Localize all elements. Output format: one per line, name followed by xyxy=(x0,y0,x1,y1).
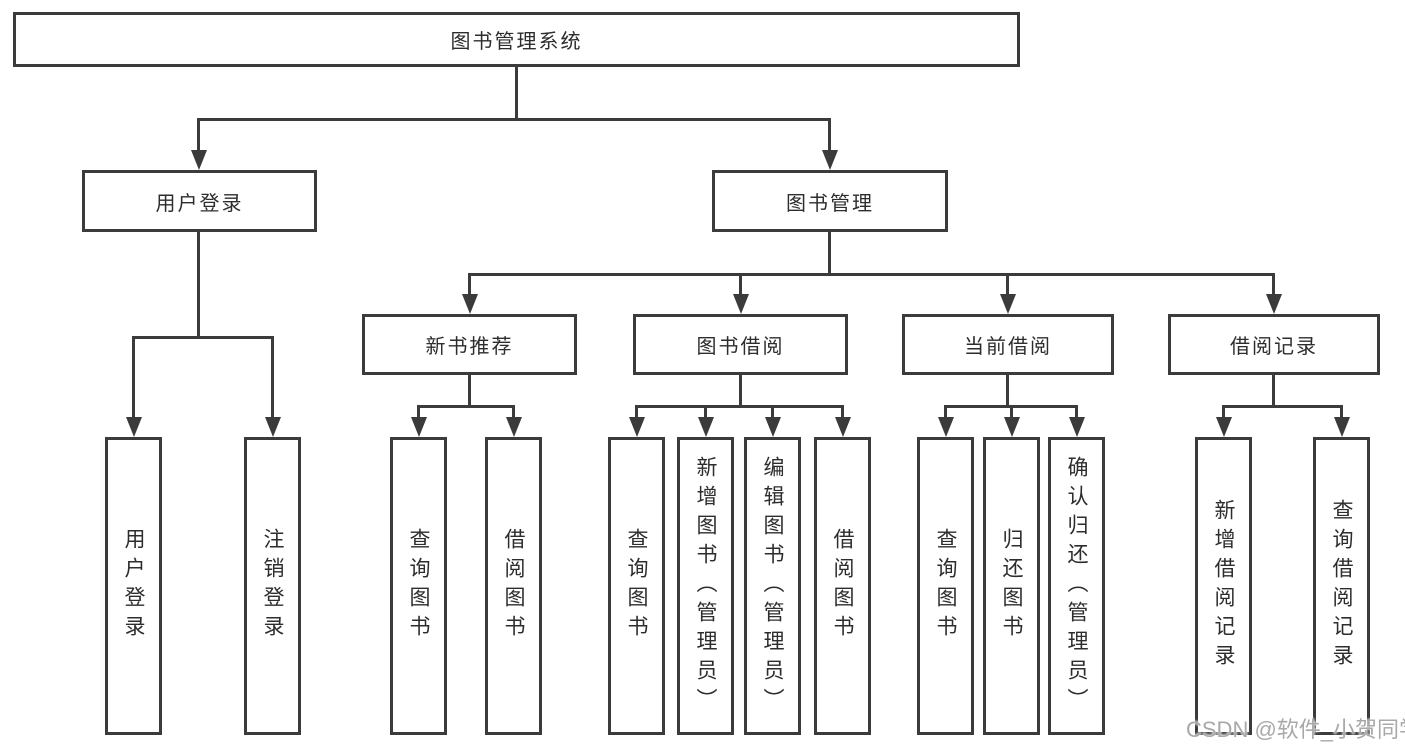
arrow-to-leaf-borrow-books-recommend xyxy=(512,405,515,417)
arrow-to-leaf-query-borrow-record xyxy=(1340,405,1343,417)
node-leaf-return-books: 归还图书 xyxy=(983,437,1040,735)
connector-rail-new-book-recommendation xyxy=(417,405,514,408)
node-label: 编辑图书（管理员） xyxy=(761,455,784,717)
node-label: 用户登录 xyxy=(122,528,145,644)
node-leaf-logout: 注销登录 xyxy=(244,437,301,735)
node-leaf-user-login: 用户登录 xyxy=(105,437,162,735)
node-label: 用户登录 xyxy=(155,192,244,215)
node-current-borrowing: 当前借阅 xyxy=(902,314,1114,375)
arrow-to-leaf-return-books xyxy=(1010,405,1013,417)
node-label: 归还图书 xyxy=(1000,528,1023,644)
node-label: 借阅图书 xyxy=(502,528,525,644)
connector-stem-book-management xyxy=(828,232,831,273)
arrow-to-leaf-query-books-borrowing xyxy=(635,405,638,417)
arrow-to-book-borrowing xyxy=(739,273,742,294)
node-borrowing-records: 借阅记录 xyxy=(1168,314,1380,375)
node-label: 查询图书 xyxy=(934,528,957,644)
arrow-to-leaf-edit-books-admin xyxy=(771,405,774,417)
node-label: 确认归还（管理员） xyxy=(1065,455,1088,717)
arrow-to-leaf-user-login xyxy=(132,336,135,417)
csdn-watermark: CSDN @软件_小贺同学 xyxy=(1186,717,1405,742)
connector-stem-borrowing-records xyxy=(1272,375,1275,405)
node-leaf-borrow-books-recommend: 借阅图书 xyxy=(485,437,542,735)
node-leaf-query-borrow-record: 查询借阅记录 xyxy=(1313,437,1370,735)
node-leaf-add-borrow-record: 新增借阅记录 xyxy=(1195,437,1252,735)
node-label: 借阅图书 xyxy=(831,528,854,644)
node-leaf-query-books-recommend: 查询图书 xyxy=(390,437,447,735)
node-leaf-query-books-current: 查询图书 xyxy=(917,437,974,735)
connector-stem-new-book-recommendation xyxy=(468,375,471,405)
node-leaf-query-books-borrowing: 查询图书 xyxy=(608,437,665,735)
connector-rail-borrowing-records xyxy=(1222,405,1343,408)
connector-rail-user-login xyxy=(132,336,274,339)
node-new-book-recommendation: 新书推荐 xyxy=(362,314,577,375)
node-library-management-system: 图书管理系统 xyxy=(13,12,1020,67)
node-leaf-borrow-books-borrowing: 借阅图书 xyxy=(814,437,871,735)
node-label: 图书管理 xyxy=(786,192,874,215)
node-label: 新增借阅记录 xyxy=(1212,499,1235,673)
node-book-borrowing: 图书借阅 xyxy=(633,314,848,375)
arrow-to-book-management xyxy=(828,118,831,150)
arrow-to-leaf-query-books-recommend xyxy=(417,405,420,417)
node-label: 新增图书（管理员） xyxy=(694,455,717,717)
node-label: 借阅记录 xyxy=(1230,336,1318,358)
node-label: 当前借阅 xyxy=(964,336,1052,358)
arrow-to-leaf-query-books-current xyxy=(944,405,947,417)
arrow-to-leaf-borrow-books-borrowing xyxy=(841,405,844,417)
node-label: 新书推荐 xyxy=(425,336,514,358)
node-label: 查询图书 xyxy=(625,528,648,644)
node-label: 图书管理系统 xyxy=(450,31,583,53)
connector-stem-root xyxy=(515,67,518,118)
arrow-to-leaf-confirm-return-admin xyxy=(1075,405,1078,417)
node-label: 图书借阅 xyxy=(696,336,785,358)
arrow-to-new-book-recommendation xyxy=(468,273,471,294)
connector-stem-user-login xyxy=(197,232,200,336)
connector-rail-book-management xyxy=(468,273,1275,276)
arrow-to-leaf-add-borrow-record xyxy=(1222,405,1225,417)
arrow-to-current-borrowing xyxy=(1006,273,1009,294)
node-user-login: 用户登录 xyxy=(82,170,317,232)
node-leaf-edit-books-admin: 编辑图书（管理员） xyxy=(744,437,801,735)
connector-rail-book-borrowing xyxy=(635,405,844,408)
node-book-management: 图书管理 xyxy=(712,170,948,232)
arrow-to-leaf-logout xyxy=(271,336,274,417)
node-label: 注销登录 xyxy=(261,528,284,644)
connector-stem-current-borrowing xyxy=(1006,375,1009,405)
arrow-to-leaf-add-books-admin xyxy=(704,405,707,417)
connector-rail-root xyxy=(197,118,831,121)
arrow-to-borrowing-records xyxy=(1272,273,1275,294)
node-leaf-confirm-return-admin: 确认归还（管理员） xyxy=(1048,437,1105,735)
node-label: 查询借阅记录 xyxy=(1330,499,1353,673)
node-leaf-add-books-admin: 新增图书（管理员） xyxy=(677,437,734,735)
arrow-to-user-login xyxy=(197,118,200,150)
node-label: 查询图书 xyxy=(407,528,430,644)
connector-stem-book-borrowing xyxy=(739,375,742,405)
